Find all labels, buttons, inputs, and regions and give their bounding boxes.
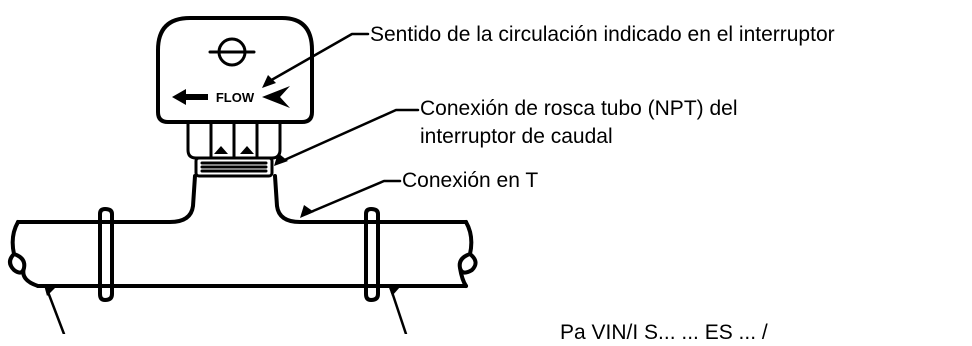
switch-housing	[156, 16, 314, 124]
leader-bottom-right	[390, 290, 408, 334]
flow-arrow-left-icon	[172, 89, 208, 105]
hex-mark-left	[214, 146, 228, 154]
thread-connection	[194, 156, 274, 178]
label-flow-direction: Sentido de la circulación indicado en el…	[370, 23, 835, 46]
hex-fitting	[186, 120, 282, 160]
coupling-left	[98, 207, 114, 302]
leader-direction	[266, 32, 370, 84]
diagram-drawing: FLOW	[8, 16, 478, 334]
rotation-symbol-icon	[208, 37, 256, 67]
label-bottom-partial: Pa VIN/I S... ... ES ... /	[560, 321, 768, 344]
leader-thread	[278, 108, 420, 164]
leader-tee	[304, 179, 402, 216]
label-tee: Conexión en T	[402, 169, 539, 192]
pipe-end-left	[8, 220, 40, 288]
leader-bottom-left	[46, 290, 66, 334]
arrowhead-tee	[300, 205, 314, 218]
label-thread-line2: interruptor de caudal	[420, 125, 613, 148]
flow-switch-diagram: FLOW Sentido de la circulación indicado …	[8, 16, 835, 344]
label-thread-line1: Conexión de rosca tubo (NPT) del	[420, 97, 738, 120]
tee-branch	[108, 174, 362, 224]
arrowhead-bottom-left	[44, 285, 56, 296]
coupling-right	[364, 207, 380, 302]
flow-label: FLOW	[216, 90, 255, 105]
arrowhead-thread	[274, 153, 288, 166]
flow-arrow-right-icon	[262, 86, 290, 108]
hex-mark-right	[240, 146, 254, 154]
arrowhead-direction	[262, 75, 276, 88]
pipe-end-right	[457, 220, 478, 288]
arrowhead-bottom-right	[388, 285, 400, 296]
